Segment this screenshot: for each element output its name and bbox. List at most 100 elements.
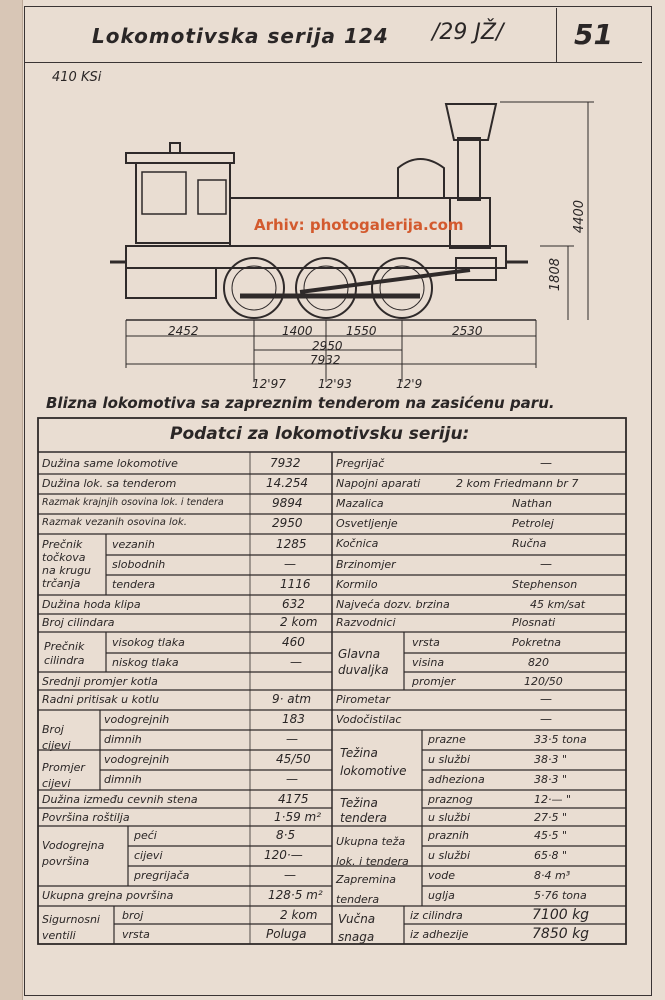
row-label: Kormilo bbox=[336, 578, 378, 591]
row-label: broj bbox=[122, 909, 144, 922]
row-label: praznog bbox=[428, 793, 473, 806]
row-value: 45/50 bbox=[276, 752, 311, 766]
dim-2950: 2950 bbox=[312, 339, 343, 353]
group-label: Zapremina tendera bbox=[336, 873, 397, 906]
row-label: visokog tlaka bbox=[112, 636, 185, 649]
row-value: 9894 bbox=[272, 496, 303, 510]
wheel-1 bbox=[223, 257, 285, 319]
group-label: Vučna snaga bbox=[338, 912, 376, 944]
row-label: Pregrijač bbox=[336, 457, 385, 470]
row-label: Broj cilindara bbox=[42, 616, 115, 629]
table-title: Podatci za lokomotivsku seriju: bbox=[170, 424, 470, 444]
dim-1297: 12'97 bbox=[252, 377, 286, 391]
group-label: Ukupna teža lok. i tendera bbox=[336, 835, 409, 868]
row-value: — bbox=[284, 557, 296, 571]
dim-1550: 1550 bbox=[346, 324, 377, 338]
row-value: 65·8 " bbox=[534, 849, 568, 862]
row-label: praznih bbox=[428, 829, 470, 842]
row-value: — bbox=[540, 712, 552, 726]
row-label: vezanih bbox=[112, 538, 155, 551]
locomotive-drawing bbox=[110, 101, 594, 382]
row-value: 460 bbox=[282, 635, 305, 649]
row-label: Vodočistilac bbox=[336, 713, 402, 726]
row-label: slobodnih bbox=[112, 558, 166, 571]
row-value: — bbox=[540, 557, 552, 571]
row-value: 7100 kg bbox=[532, 907, 590, 923]
page-subtitle: /29 JŽ/ bbox=[432, 20, 504, 45]
row-value: 7932 bbox=[270, 456, 301, 470]
group-label: Broj cijevi bbox=[42, 723, 71, 752]
row-value: 1285 bbox=[276, 537, 307, 551]
row-value: 4175 bbox=[278, 792, 309, 806]
main-rod bbox=[299, 268, 471, 294]
header-number-divider bbox=[556, 8, 557, 62]
row-value: 5·76 tona bbox=[534, 889, 587, 902]
chimney bbox=[457, 137, 481, 201]
smokebox bbox=[449, 197, 491, 249]
row-value: 12·— " bbox=[534, 793, 572, 806]
row-label: Kočnica bbox=[336, 537, 379, 550]
row-label: Pirometar bbox=[336, 693, 391, 706]
row-label: Dužina hoda klipa bbox=[42, 598, 141, 611]
wheel-3 bbox=[371, 257, 433, 319]
cab-window-front bbox=[141, 171, 187, 215]
row-value: 632 bbox=[282, 597, 305, 611]
group-label: Prečnik točkova na krugu trčanja bbox=[42, 538, 92, 590]
steam-dome bbox=[397, 158, 445, 198]
group-label: Vodogrejna površina bbox=[42, 839, 105, 868]
row-label: niskog tlaka bbox=[112, 656, 179, 669]
row-label: cijevi bbox=[134, 849, 163, 862]
row-value: Pokretna bbox=[512, 636, 562, 649]
row-label: Dužina između cevnih stena bbox=[42, 793, 198, 806]
row-label: prazne bbox=[428, 733, 466, 746]
row-value: 820 bbox=[528, 656, 549, 669]
row-label: visina bbox=[412, 656, 445, 669]
row-value: 2 kom bbox=[280, 615, 318, 629]
row-value: — bbox=[284, 868, 296, 882]
row-value: — bbox=[540, 456, 552, 470]
row-value: Stephenson bbox=[512, 578, 578, 591]
row-label: Površina roštilja bbox=[42, 811, 130, 824]
manufacturer-note: 410 KSi bbox=[52, 70, 102, 85]
chimney-top bbox=[444, 103, 498, 141]
row-value: 33·5 tona bbox=[534, 733, 587, 746]
row-value: — bbox=[290, 655, 302, 669]
row-label: vode bbox=[428, 869, 455, 882]
row-label: Dužina same lokomotive bbox=[42, 457, 178, 470]
row-value: 8·4 m³ bbox=[534, 869, 571, 882]
row-label: vodogrejnih bbox=[104, 713, 170, 726]
row-label: Napojni aparati bbox=[336, 477, 421, 490]
group-label: Glavna duvaljka bbox=[338, 647, 389, 677]
row-label: uglja bbox=[428, 889, 455, 902]
row-label: tendera bbox=[112, 578, 156, 591]
dim-2452: 2452 bbox=[168, 324, 199, 338]
row-value: 8·5 bbox=[276, 828, 296, 842]
dim-129: 12'9 bbox=[396, 377, 423, 391]
row-label: peći bbox=[134, 829, 157, 842]
row-value: — bbox=[540, 692, 552, 706]
dim-2530: 2530 bbox=[452, 324, 483, 338]
row-value: 120·— bbox=[264, 848, 303, 862]
row-label: adheziona bbox=[428, 773, 485, 786]
row-value: 1116 bbox=[280, 577, 311, 591]
row-label: Razmak krajnjih osovina lok. i tendera bbox=[42, 497, 224, 508]
cab-window-side bbox=[197, 179, 227, 215]
row-value: 128·5 m² bbox=[268, 888, 323, 902]
row-value: 2 kom Friedmann br 7 bbox=[456, 477, 579, 490]
row-value: 2 kom bbox=[280, 908, 318, 922]
group-label: Težina tendera bbox=[340, 796, 387, 825]
dim-1293: 12'93 bbox=[318, 377, 352, 391]
row-label: dimnih bbox=[104, 733, 142, 746]
row-label: vrsta bbox=[412, 636, 440, 649]
row-value: 45·5 " bbox=[534, 829, 568, 842]
row-value: 1·59 m² bbox=[274, 810, 322, 824]
row-label: dimnih bbox=[104, 773, 142, 786]
row-label: Ukupna grejna površina bbox=[42, 889, 174, 902]
tender-tank bbox=[125, 267, 217, 299]
group-label: Promjer cijevi bbox=[42, 761, 85, 790]
row-value: 14.254 bbox=[266, 476, 308, 490]
sheet-number: 51 bbox=[574, 18, 613, 51]
row-value: — bbox=[286, 732, 298, 746]
row-value: 120/50 bbox=[524, 675, 563, 688]
